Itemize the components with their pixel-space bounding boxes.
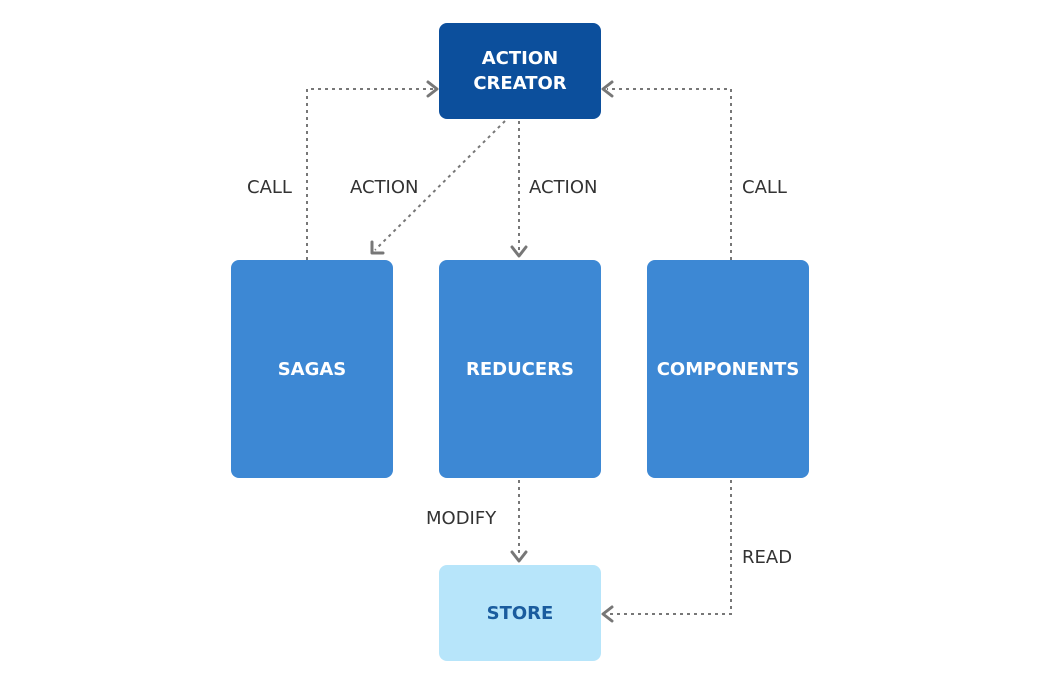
sagas-label: SAGAS bbox=[277, 358, 347, 380]
arrowhead-store-right bbox=[601, 605, 614, 623]
reducers-node: REDUCERS bbox=[439, 260, 601, 478]
sagas-node: SAGAS bbox=[231, 260, 393, 478]
reducers-label: REDUCERS bbox=[465, 358, 575, 380]
action-creator-node: ACTION CREATOR bbox=[439, 23, 601, 119]
store-label: STORE bbox=[486, 602, 554, 624]
connector-sagas-to-action-creator bbox=[306, 88, 433, 260]
edge-label-read: READ bbox=[742, 547, 793, 568]
components-label: COMPONENTS bbox=[656, 358, 800, 380]
arrowhead-sagas bbox=[370, 240, 385, 255]
edge-label-call-components: CALL bbox=[742, 177, 787, 198]
edge-label-action-reducers: ACTION bbox=[529, 177, 598, 198]
edge-label-call-sagas: CALL bbox=[247, 177, 292, 198]
edge-label-action-sagas: ACTION bbox=[350, 177, 419, 198]
action-creator-label-line2: CREATOR bbox=[473, 73, 567, 94]
arrowhead-store-top bbox=[510, 550, 528, 563]
connector-components-to-action-creator bbox=[607, 88, 732, 260]
action-creator-label-line1: ACTION bbox=[481, 48, 559, 69]
arrowhead-left-action-creator bbox=[426, 80, 439, 98]
connector-action-creator-to-sagas bbox=[374, 120, 506, 251]
arrowhead-reducers bbox=[510, 245, 528, 258]
components-node: COMPONENTS bbox=[647, 260, 809, 478]
store-node: STORE bbox=[439, 565, 601, 661]
arrowhead-right-action-creator bbox=[601, 80, 614, 98]
edge-label-modify: MODIFY bbox=[426, 508, 497, 529]
connector-components-to-store bbox=[607, 480, 732, 615]
